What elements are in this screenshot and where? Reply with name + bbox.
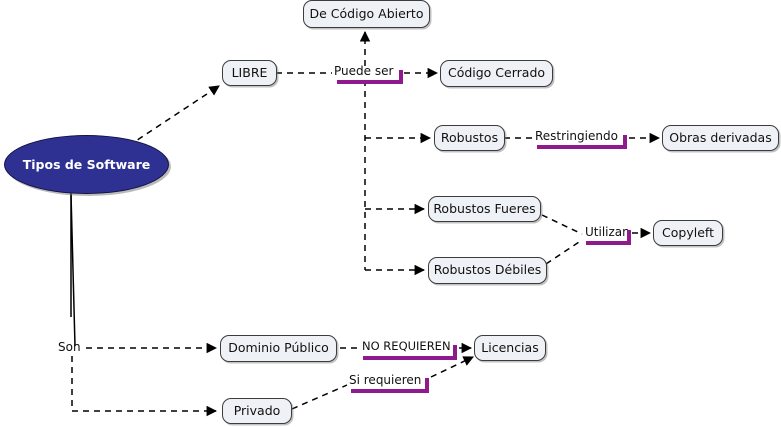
link-label-son-text: Son [58,340,81,354]
edge-robustos-fueres-to-utilizan [541,214,583,235]
underline-riser-restringiendo [623,135,627,147]
node-codigo-cerrado-label: Código Cerrado [447,65,546,81]
node-licencias[interactable]: Licencias [474,335,546,361]
link-label-no-requieren[interactable]: NO REQUIEREN [361,339,452,356]
root-node-label: Tipos de Software [22,157,151,172]
root-node-tipos-de-software[interactable]: Tipos de Software [4,135,169,194]
link-label-no-requieren-text: NO REQUIEREN [362,339,451,353]
node-obras-derivadas-label: Obras derivadas [669,129,772,145]
underline-si-requieren [351,389,429,393]
edge-robustos-debiles-to-utilizan [545,239,583,265]
link-label-restringiendo-text: Restringiendo [535,129,618,143]
link-label-utilizan-text: Utilizan [585,225,630,239]
underline-riser-no-requieren [453,345,457,358]
link-label-utilizan[interactable]: Utilizan [584,226,631,241]
link-label-son[interactable]: Son [57,341,82,356]
node-libre[interactable]: LIBRE [222,60,277,86]
edge-privado-to-si-requieren [291,384,348,410]
node-robustos[interactable]: Robustos [434,125,505,151]
link-label-si-requieren-text: Si requieren [349,373,422,387]
node-obras-derivadas[interactable]: Obras derivadas [662,125,779,151]
underline-no-requieren [363,356,457,360]
edge-root-to-son-b [70,193,76,347]
node-privado-label: Privado [233,402,281,418]
underline-riser-si-requieren [425,378,429,391]
node-dominio-publico-label: Dominio Público [228,340,329,356]
node-codigo-abierto[interactable]: De Código Abierto [303,0,430,28]
node-codigo-cerrado[interactable]: Código Cerrado [440,60,553,87]
node-robustos-debiles-label: Robustos Débiles [433,262,542,278]
node-dominio-publico[interactable]: Dominio Público [220,335,337,362]
node-privado[interactable]: Privado [222,398,292,424]
underline-restringiendo [537,145,627,149]
node-copyleft[interactable]: Copyleft [653,220,723,246]
edge-si-requieren-to-licencias [430,356,474,378]
underline-riser-puede-ser [399,70,403,82]
link-label-puede-ser-text: Puede ser [334,64,394,78]
node-robustos-fueres-label: Robustos Fueres [433,200,536,216]
underline-utilizan [586,241,631,245]
node-copyleft-label: Copyleft [662,224,714,240]
node-robustos-debiles[interactable]: Robustos Débiles [428,257,547,284]
link-label-puede-ser[interactable]: Puede ser [333,65,394,80]
node-licencias-label: Licencias [481,339,539,355]
edge-son-to-privado [71,356,218,417]
node-libre-label: LIBRE [231,64,268,80]
node-robustos-fueres[interactable]: Robustos Fueres [428,196,541,222]
node-robustos-label: Robustos [440,129,499,145]
underline-puede-ser [337,80,403,84]
node-codigo-abierto-label: De Código Abierto [309,5,424,21]
link-label-restringiendo[interactable]: Restringiendo [534,130,619,145]
link-label-si-requieren[interactable]: Si requieren [348,374,422,389]
underline-riser-utilizan [627,230,631,243]
